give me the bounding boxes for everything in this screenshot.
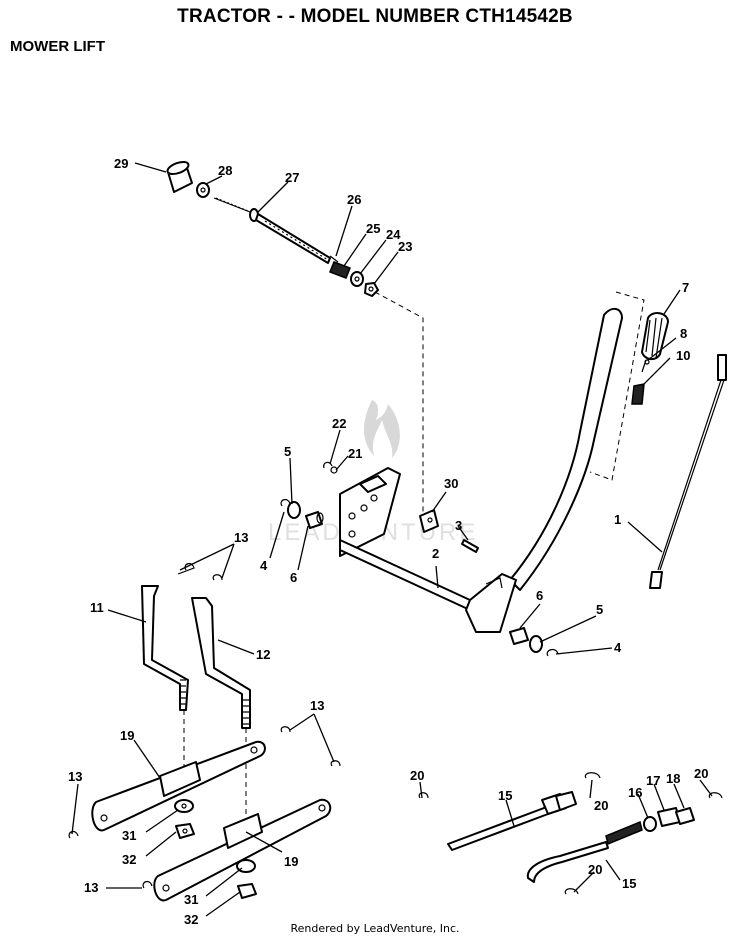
callout-12: 12 — [256, 647, 270, 662]
callout-32b: 32 — [184, 912, 198, 927]
clip-13c — [68, 830, 79, 839]
callout-20c: 20 — [694, 766, 708, 781]
pin-26 — [329, 255, 339, 263]
threaded-rod-27 — [213, 197, 331, 264]
alignment-line-knob — [374, 291, 424, 515]
callout-20a: 20 — [410, 768, 424, 783]
callout-17: 17 — [646, 773, 660, 788]
rod-1 — [649, 354, 727, 589]
spring-25 — [329, 261, 351, 279]
shaft-bracket — [465, 573, 517, 633]
lift-arm-19b — [153, 798, 332, 902]
page-title: TRACTOR - - MODEL NUMBER CTH14542B — [177, 6, 573, 27]
callout-23: 23 — [398, 239, 412, 254]
callout-27: 27 — [285, 170, 299, 185]
clip-13d — [142, 880, 153, 889]
callout-21: 21 — [348, 446, 362, 461]
callout-13b: 13 — [310, 698, 324, 713]
nut-31a — [174, 799, 194, 813]
nut-23 — [364, 282, 379, 297]
bolt-18 — [675, 807, 695, 825]
callout-15a: 15 — [498, 788, 512, 803]
alignment-line-handle — [589, 291, 645, 481]
callout-1: 1 — [614, 512, 621, 527]
bracket-plate — [339, 467, 401, 557]
callout-32a: 32 — [122, 852, 136, 867]
lift-arm-19a — [91, 740, 266, 832]
callout-13a: 13 — [234, 530, 248, 545]
callout-11: 11 — [90, 600, 104, 615]
callout-8: 8 — [680, 326, 687, 341]
callout-26: 26 — [347, 192, 361, 207]
callout-2: 2 — [432, 546, 439, 561]
clips-20 — [418, 772, 723, 895]
clip-4a — [280, 498, 291, 507]
washer-28 — [196, 182, 210, 198]
washer-21 — [330, 466, 338, 474]
callout-19b: 19 — [284, 854, 298, 869]
callout-24: 24 — [386, 227, 401, 242]
callout-20d: 20 — [588, 862, 602, 877]
clips-13a — [177, 562, 223, 581]
lift-handle — [509, 307, 623, 591]
washer-5a — [287, 501, 301, 519]
ferrule-30 — [419, 509, 439, 533]
knob-29 — [166, 160, 193, 193]
clip-22 — [323, 461, 333, 469]
spring-10 — [631, 383, 645, 405]
clip-8 — [641, 359, 650, 373]
lift-shaft-2 — [339, 539, 471, 611]
washer-16 — [643, 816, 657, 832]
callout-4a: 4 — [260, 558, 268, 573]
callout-16: 16 — [628, 785, 642, 800]
callout-18: 18 — [666, 771, 680, 786]
callout-6a: 6 — [290, 570, 297, 585]
callout-7: 7 — [682, 280, 689, 295]
nut-32a — [175, 823, 195, 839]
callout-20b: 20 — [594, 798, 608, 813]
callout-6b: 6 — [536, 588, 543, 603]
callout-29: 29 — [114, 156, 128, 171]
callout-3: 3 — [455, 518, 462, 533]
callout-labels: 29 28 27 26 25 24 23 7 8 10 22 21 5 30 4… — [68, 156, 708, 927]
washer-24 — [350, 271, 364, 287]
callout-22: 22 — [332, 416, 346, 431]
grip-7 — [641, 312, 669, 360]
lift-link-12 — [191, 597, 251, 729]
nut-32b — [237, 883, 257, 899]
callout-13c: 13 — [68, 769, 82, 784]
callout-15b: 15 — [622, 876, 636, 891]
callout-25: 25 — [366, 221, 380, 236]
callout-31b: 31 — [184, 892, 198, 907]
washer-5b — [529, 635, 543, 653]
callout-31a: 31 — [122, 828, 136, 843]
leader-lines — [71, 162, 713, 917]
callout-13d: 13 — [84, 880, 98, 895]
bushing-6a — [305, 511, 324, 529]
callout-19a: 19 — [120, 728, 134, 743]
rod-15b — [526, 820, 643, 883]
callout-30: 30 — [444, 476, 458, 491]
key-3 — [461, 539, 479, 553]
callout-28: 28 — [218, 163, 232, 178]
clips-13b — [280, 726, 341, 767]
callout-5b: 5 — [596, 602, 603, 617]
callout-4b: 4 — [614, 640, 622, 655]
footer-credit: Rendered by LeadVenture, Inc. — [290, 922, 460, 935]
lift-link-11 — [141, 585, 189, 711]
callout-10: 10 — [676, 348, 690, 363]
section-title: MOWER LIFT — [10, 38, 105, 55]
rod-15a — [447, 791, 577, 851]
clip-4b — [546, 648, 559, 657]
callout-5a: 5 — [284, 444, 291, 459]
bushing-6b — [509, 627, 529, 645]
